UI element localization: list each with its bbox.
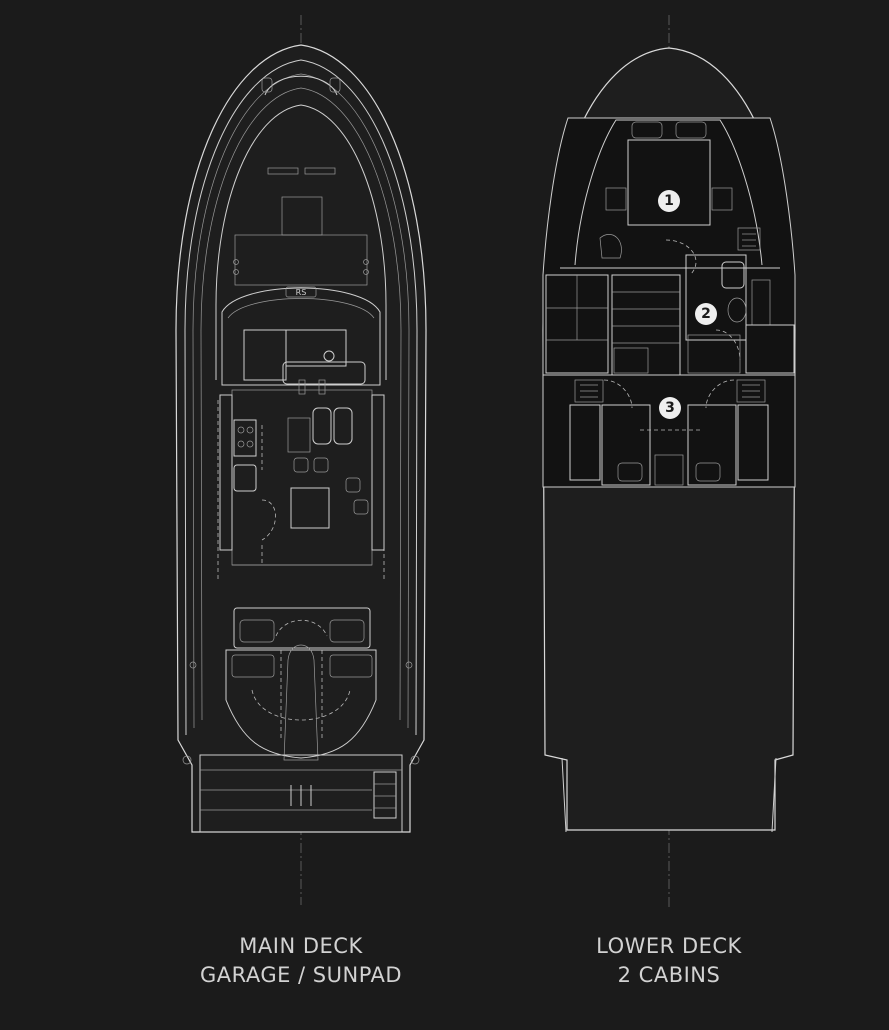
main-deck-subtitle: GARAGE / SUNPAD <box>199 963 403 987</box>
svg-text:2: 2 <box>701 306 711 322</box>
cockpit-table <box>290 487 330 529</box>
helm-wheel <box>323 350 335 362</box>
main-deck-title: MAIN DECK <box>239 934 363 958</box>
aft-lounge <box>233 607 371 649</box>
svg-text:1: 1 <box>664 193 674 209</box>
sink <box>233 464 257 492</box>
cabin-badge-2: 2 <box>695 303 717 325</box>
helm-console <box>282 361 366 385</box>
cabin-3-berth-right <box>737 404 769 481</box>
cooktop <box>233 419 257 457</box>
washbasin <box>721 261 745 289</box>
cabin-badge-3: 3 <box>659 397 681 419</box>
swim-ladder <box>373 771 397 819</box>
main-deck-plan: RS <box>175 15 427 905</box>
helm-seat-right <box>333 407 353 445</box>
cabin-3-berth-left <box>569 404 601 481</box>
main-deck-hull <box>175 44 427 833</box>
head-compartment <box>685 254 747 341</box>
swim-platform <box>199 754 403 833</box>
windshield-frame <box>221 287 381 386</box>
lower-deck-title: LOWER DECK <box>596 934 742 958</box>
svg-text:3: 3 <box>665 400 675 416</box>
cabin-badge-1: 1 <box>658 190 680 212</box>
cabin-1-bed <box>627 139 711 226</box>
helm-seat-left <box>312 407 332 445</box>
lower-deck-subtitle: 2 CABINS <box>617 963 721 987</box>
lower-deck-caption: LOWER DECK 2 CABINS <box>519 932 819 990</box>
main-deck-caption: MAIN DECK GARAGE / SUNPAD <box>151 932 451 990</box>
sunpad <box>225 649 377 759</box>
accommodation-zone <box>542 117 796 488</box>
logo-mark: RS <box>296 288 307 297</box>
lower-deck-plan: 1 2 3 <box>542 15 796 910</box>
